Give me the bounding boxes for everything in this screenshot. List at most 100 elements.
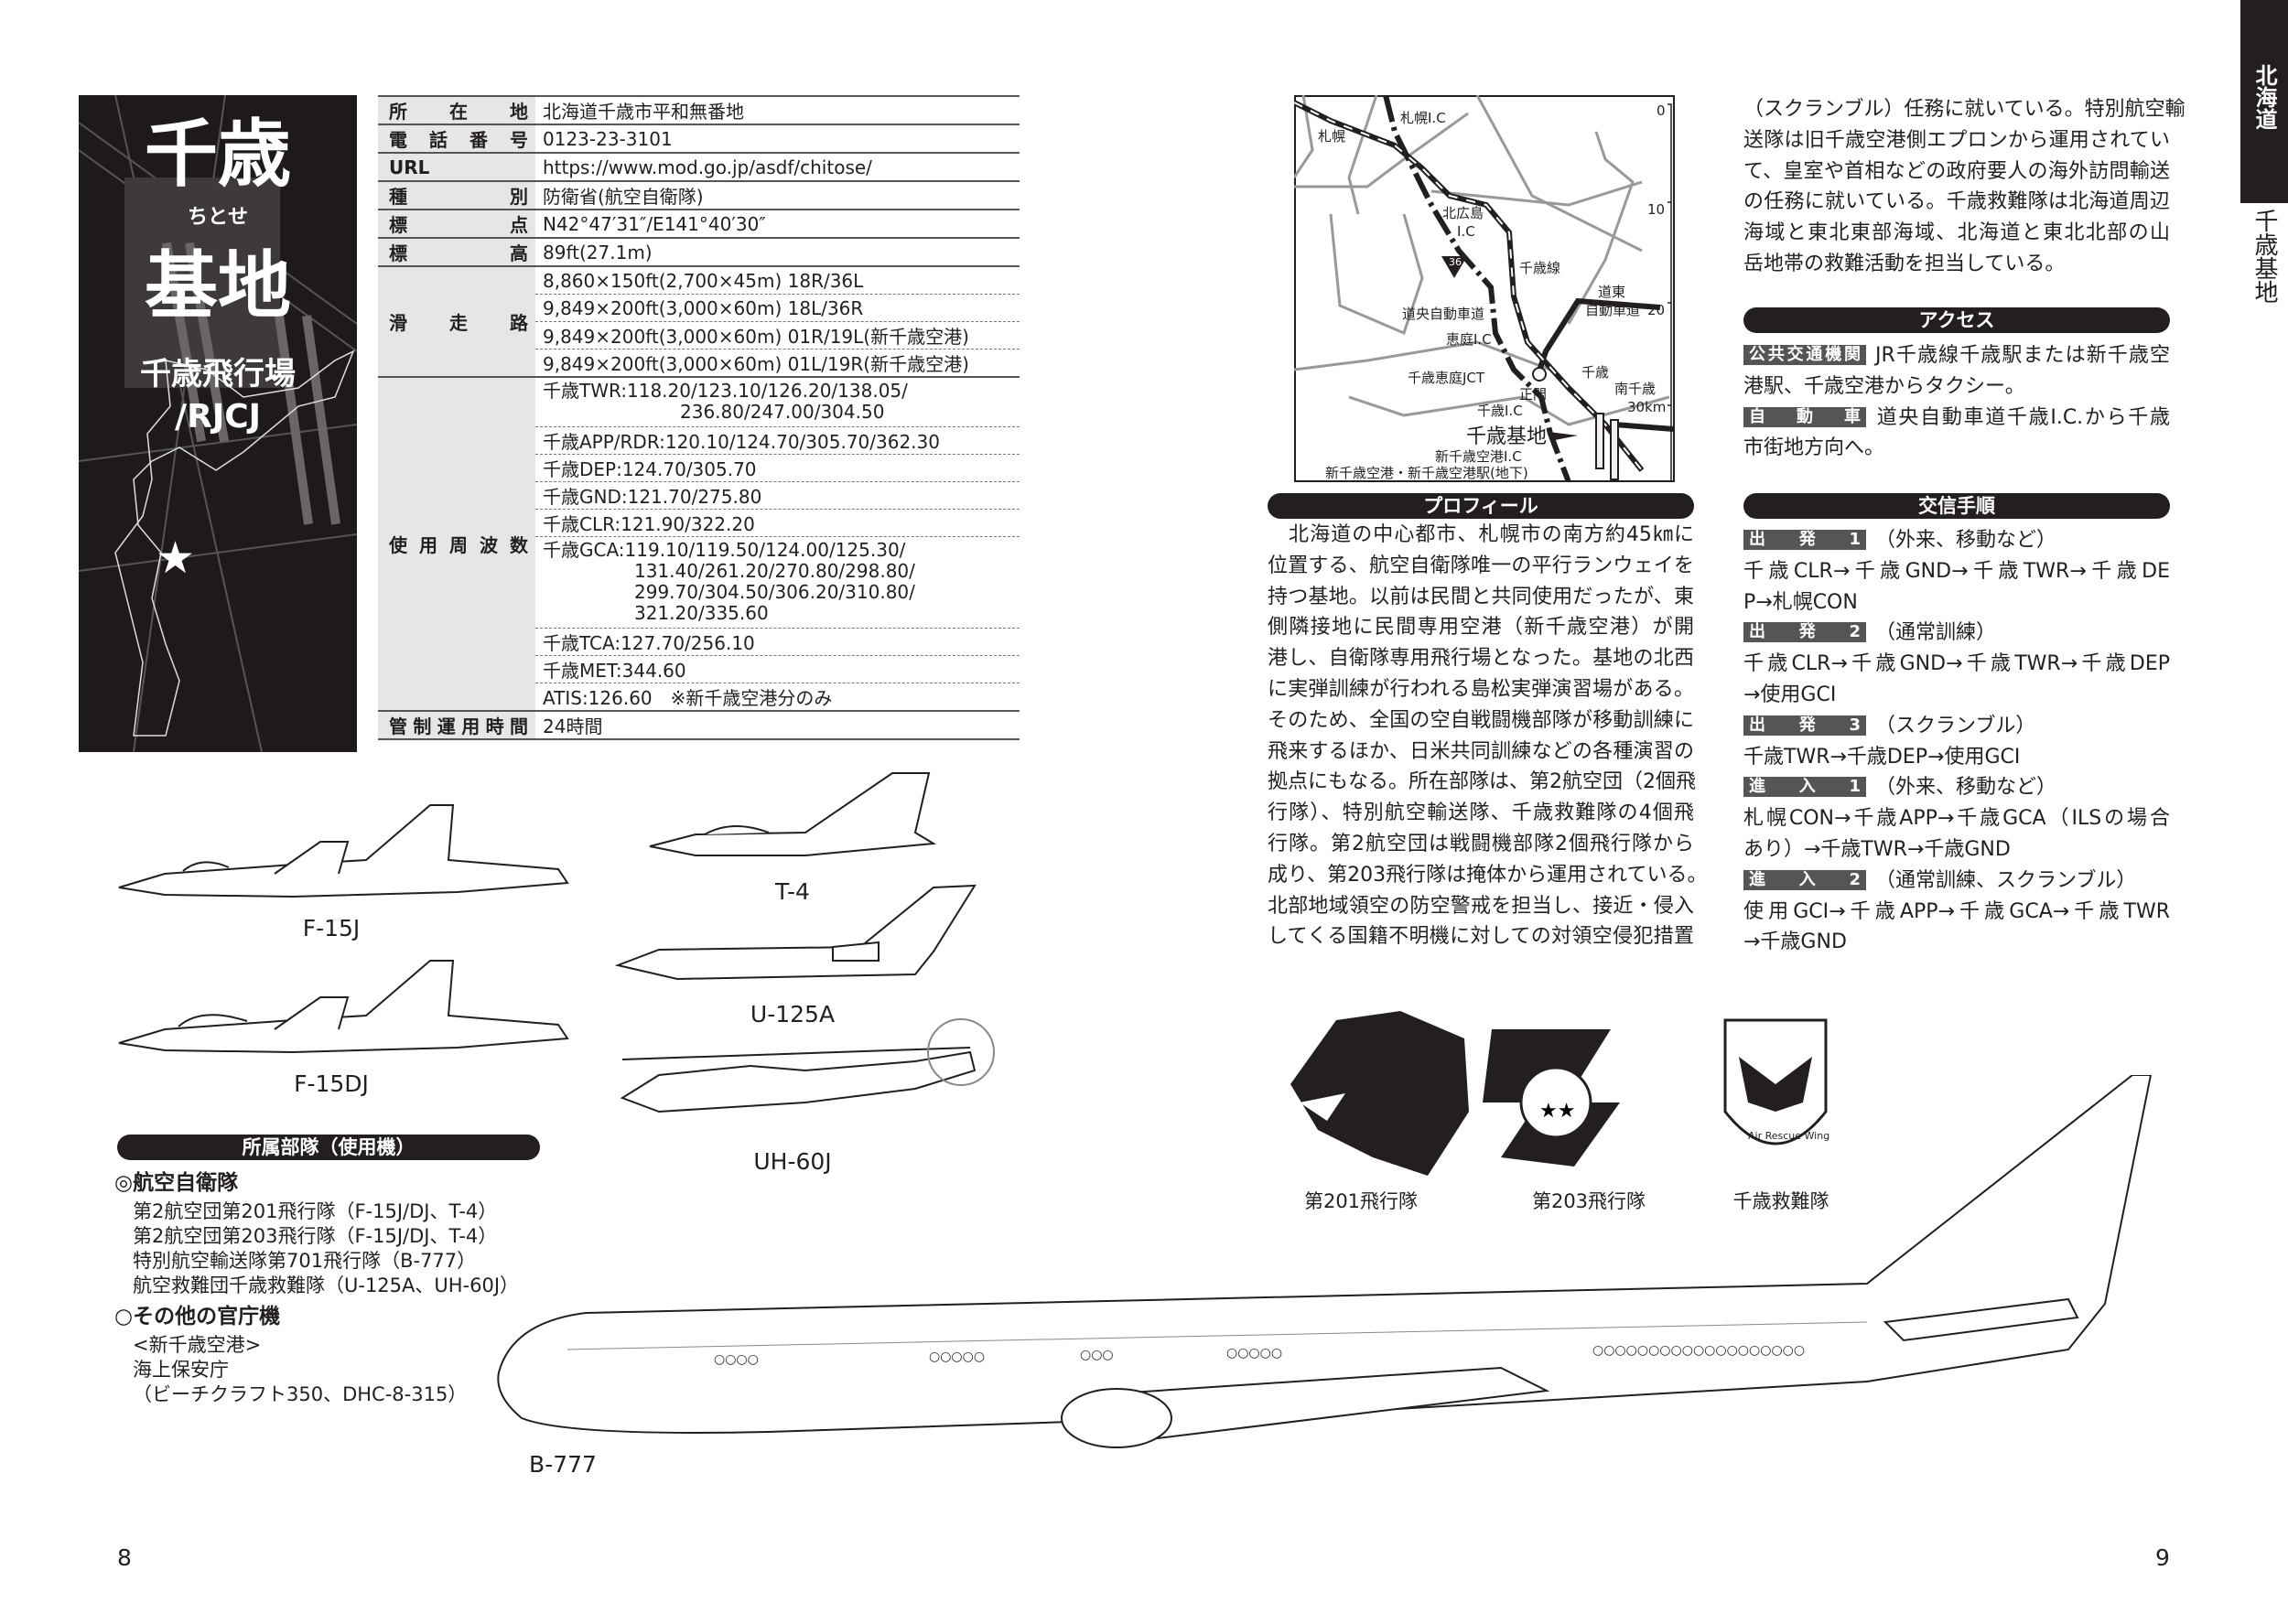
access-heading: アクセス — [1743, 307, 2170, 333]
uh60j-drawing — [620, 1018, 995, 1113]
base-name-bottom: 基地 — [145, 243, 291, 328]
map-label: 新千歳空港・新千歳空港駅(地下) — [1325, 465, 1528, 481]
scale-20: 20 — [1647, 302, 1665, 318]
freq-row: 千歳APP/RDR:120.10/124.70/305.70/362.30 — [378, 426, 1020, 455]
freq-row: 千歳MET:344.60 — [378, 655, 1020, 683]
units-heading: 所属部隊（使用機） — [117, 1135, 540, 1160]
scale-0: 0 — [1657, 102, 1666, 119]
list-item: <新千歳空港> — [133, 1334, 262, 1356]
procedures-heading: 交信手順 — [1743, 493, 2170, 519]
svg-text:○○○○○: ○○○○○ — [1226, 1346, 1282, 1361]
f15dj-drawing — [118, 960, 569, 1054]
svg-text:○○○○○○○○○○○○○○○○○○○: ○○○○○○○○○○○○○○○○○○○ — [1592, 1343, 1805, 1358]
map-label: 南千歳 — [1614, 381, 1656, 397]
runway-row: 9,849×200ft(3,000×60m) 01L/19R(新千歳空港) — [378, 349, 1020, 377]
freq-row: 千歳TCA:127.70/256.10 — [378, 628, 1020, 656]
svg-text:★★: ★★ — [1539, 1100, 1575, 1123]
base-tab-label: 千歳基地 — [2250, 209, 2278, 304]
icao-code: /RJCJ — [174, 398, 262, 436]
freq-row: 千歳CLR:121.90/322.20 — [378, 509, 1020, 537]
profile-text-continued: （スクランブル）任務に就いている。特別航空輸 送隊は旧千歳空港側エプロンから運用… — [1743, 98, 2185, 275]
emblem-label-203: 第203飛行隊 — [1531, 1190, 1646, 1212]
access-label: 公共交通機関 — [1743, 345, 1866, 365]
bear-star-emblem-icon: ★★ — [1483, 1029, 1620, 1167]
url-link[interactable]: https://www.mod.go.jp/asdf/chitose/ — [535, 152, 1020, 181]
freq-row: ATIS:126.60 ※新千歳空港分のみ — [378, 683, 1020, 711]
aircraft-label-uh60j: UH-60J — [753, 1148, 832, 1175]
freq-row: 千歳DEP:124.70/305.70 — [378, 454, 1020, 482]
svg-text:Air Rescue Wing: Air Rescue Wing — [1748, 1130, 1829, 1142]
runway-row: 9,849×200ft(3,000×60m) 18L/36R — [378, 294, 1020, 322]
freq-row: 千歳GND:121.70/275.80 — [378, 481, 1020, 510]
map-label: 札幌I.C — [1400, 110, 1446, 126]
list-item: 海上保安庁 — [133, 1359, 229, 1381]
svg-text:36: 36 — [1449, 256, 1462, 268]
airfield-name: 千歳飛行場 — [140, 356, 296, 393]
route-36-shield-icon — [1441, 256, 1467, 278]
scale-30: 30km — [1627, 399, 1666, 415]
star-icon: ★ — [156, 532, 196, 584]
base-reading: ちとせ — [187, 206, 248, 229]
rescue-emblem-icon: Air Rescue Wing — [1723, 1018, 1829, 1145]
aerial-map-background — [79, 95, 357, 752]
emblem-label-201: 第201飛行隊 — [1303, 1190, 1419, 1212]
table-row: 所在地北海道千歳市平和無番地 — [378, 95, 1020, 124]
map-label: 道東 — [1598, 284, 1625, 300]
u125a-drawing — [614, 884, 977, 981]
profile-text: 北海道の中心都市、札幌市の南方約45㎞に 位置する、航空自衛隊唯一の平行ランウェ… — [1268, 523, 1708, 949]
page-number-right: 9 — [2155, 1544, 2170, 1571]
emblem-label-rescue: 千歳救難隊 — [1732, 1190, 1829, 1212]
base-name-top: 千歳 — [145, 112, 291, 197]
list-item: 第2航空団第203飛行隊（F-15J/DJ、T-4） — [133, 1225, 498, 1247]
map-label-base: 千歳基地 — [1466, 425, 1547, 448]
list-item: 航空救難団千歳救難隊（U-125A、UH-60J） — [133, 1274, 520, 1296]
bear-emblem-icon — [1290, 1011, 1469, 1176]
map-label: 千歳恵庭JCT — [1408, 370, 1485, 386]
t4-drawing — [649, 772, 937, 856]
list-item: 特別航空輸送隊第701飛行隊（B-777） — [133, 1250, 477, 1272]
units-list: ◎航空自衛隊 第2航空団第201飛行隊（F-15J/DJ、T-4） 第2航空団第… — [114, 1171, 520, 1405]
svg-text:○○○○: ○○○○ — [714, 1352, 759, 1367]
runway-row: 9,849×200ft(3,000×60m) 01R/19L(新千歳空港) — [378, 321, 1020, 350]
hokkaido-outline — [114, 350, 355, 737]
aircraft-label-f15j: F-15J — [302, 915, 361, 941]
aircraft-illustrations — [118, 772, 995, 1113]
aircraft-label-f15dj: F-15DJ — [294, 1070, 369, 1097]
map-label: I.C — [1457, 223, 1475, 240]
base-title-block: 千歳 ちとせ 基地 千歳飛行場 /RJCJ ★ — [79, 95, 357, 752]
aircraft-label-t4: T-4 — [775, 878, 810, 905]
map-label: 新千歳空港I.C — [1435, 448, 1522, 465]
table-row: 種別防衛省(航空自衛隊) — [378, 180, 1020, 210]
map-label: 千歳I.C — [1477, 403, 1523, 419]
list-item: （ビーチクラフト350、DHC-8-315） — [133, 1383, 468, 1405]
squadron-emblems: ★★ Air Rescue Wing — [1290, 1011, 1829, 1176]
svg-text:○○○: ○○○ — [1080, 1348, 1114, 1362]
aircraft-label-u125a: U-125A — [750, 1001, 836, 1027]
page-number-left: 8 — [117, 1544, 132, 1571]
access-map: 36 0 10 20 30km 札幌I.C 札幌 北広島 I.C 千歳線 道東 … — [1294, 95, 1675, 482]
procedures-section: 出発1（外来、移動など） 千歳CLR→千歳GND→千歳TWR→千歳DE P→札幌… — [1743, 529, 2170, 954]
list-item: 第2航空団第201飛行隊（F-15J/DJ、T-4） — [133, 1200, 498, 1222]
freq-row: 千歳GCA:119.10/119.50/124.00/125.30/131.40… — [378, 536, 1020, 629]
svg-text:○○○○○: ○○○○○ — [929, 1350, 985, 1364]
map-label: 千歳線 — [1519, 260, 1560, 276]
map-label: 道央自動車道 — [1402, 306, 1484, 322]
map-label: 自動車道 — [1585, 302, 1640, 318]
map-label: 恵庭I.C — [1446, 331, 1492, 348]
profile-heading: プロフィール — [1268, 493, 1694, 519]
map-label: 札幌 — [1318, 128, 1345, 145]
map-label: 北広島 — [1442, 205, 1484, 221]
access-label: 自動車 — [1743, 406, 1866, 427]
freq-row: 使用周波数千歳TWR:118.20/123.10/126.20/138.05/2… — [378, 376, 1020, 711]
b777-drawing: ○○○○○○○○○○○○○○○○○○○○○○○○○○○○○○○○○○○○ — [497, 1075, 2153, 1448]
aircraft-label-b777: B-777 — [529, 1451, 597, 1478]
f15j-drawing — [118, 804, 569, 898]
